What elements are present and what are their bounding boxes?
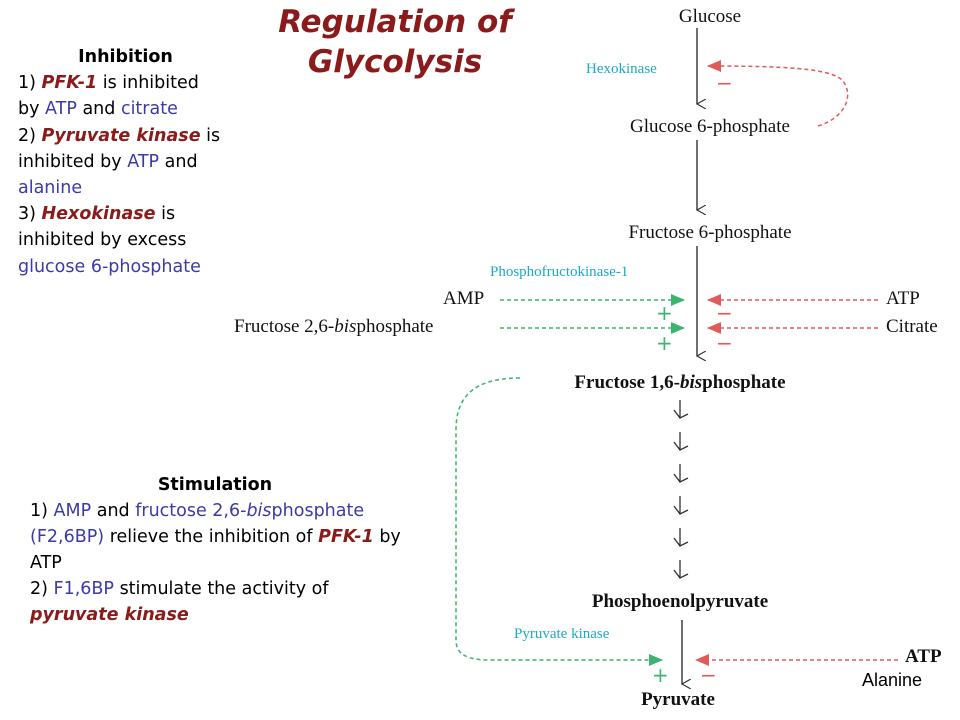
item-text: stimulate the activity of — [114, 579, 329, 599]
item-text: and — [91, 501, 136, 521]
inhibition-item-1: 1) PFK-1 is inhibited by ATP and citrate — [18, 70, 223, 122]
step-arrow — [673, 528, 689, 547]
label-phosphofructokinase-1: Phosphofructokinase-1 — [490, 264, 628, 280]
metabolite-atp: ATP — [45, 99, 77, 120]
plus-sign: + — [652, 663, 669, 687]
metabolite-f16bp: F1,6BP — [53, 579, 114, 599]
metabolite-f26bp: fructose 2,6- — [135, 501, 247, 521]
item-number: 3) — [18, 204, 42, 225]
stimulation-panel: Stimulation 1) AMP and fructose 2,6-bisp… — [30, 472, 410, 628]
node-pyruvate: Pyruvate — [641, 689, 715, 710]
metabolite-amp: AMP — [53, 501, 92, 521]
enzyme-pyruvate-kinase: pyruvate kinase — [30, 605, 189, 625]
plus-sign: + — [656, 301, 673, 325]
step-arrow — [673, 496, 689, 515]
enzyme-pfk1: PFK-1 — [41, 73, 98, 94]
page-title: Regulation of Glycolysis — [278, 4, 512, 80]
inhibition-item-2: 2) Pyruvate kinase is inhibited by ATP a… — [18, 123, 223, 202]
step-arrow — [673, 432, 689, 451]
item-text: by ATP — [30, 527, 401, 573]
item-text: is inhibited by — [18, 73, 199, 120]
metabolite-citrate: citrate — [120, 99, 178, 120]
enzyme-pyruvate-kinase: Pyruvate kinase — [41, 125, 201, 146]
label-pyruvate-kinase: Pyruvate kinase — [514, 626, 610, 642]
item-number: 1) — [30, 501, 54, 521]
feedback-g6p-inhibits-hexokinase — [707, 60, 849, 127]
feedforward-f16bp-activates-pyruvate-kinase — [455, 377, 663, 666]
item-number: 2) — [18, 125, 42, 146]
step-arrow — [673, 400, 689, 419]
regulator-citrate: Citrate — [886, 316, 938, 337]
node-glucose-6-phosphate: Glucose 6-phosphate — [630, 116, 790, 137]
minus-sign: − — [716, 331, 733, 355]
metabolite-f26bp-rest: phosphate (F2,6BP) — [30, 501, 365, 547]
regulator-amp: AMP — [443, 288, 484, 309]
enzyme-pfk1: PFK-1 — [318, 527, 374, 547]
step-arrow — [673, 464, 689, 483]
item-text: is inhibited by — [18, 125, 221, 172]
metabolite-f26bp-bis: bis — [246, 501, 272, 521]
step-arrow — [673, 560, 689, 579]
metabolite-g6p: glucose 6-phosphate — [18, 256, 201, 277]
node-glucose: Glucose — [679, 6, 741, 27]
plus-sign: + — [656, 331, 673, 355]
regulator-alanine: Alanine — [862, 670, 923, 690]
item-text: relieve the inhibition of — [104, 527, 319, 547]
node-fructose-1-6-bisphosphate: Fructose 1,6-bisphosphate — [574, 372, 785, 393]
stimulation-heading: Stimulation — [157, 475, 273, 495]
multi-step-arrows — [673, 400, 689, 579]
stimulation-item-2: 2) F1,6BP stimulate the activity of pyru… — [30, 576, 410, 628]
item-text: and — [76, 99, 121, 120]
inhibition-heading: Inhibition — [78, 47, 173, 67]
stimulation-item-1: 1) AMP and fructose 2,6-bisphosphate (F2… — [30, 498, 410, 576]
inhibition-panel: Inhibition 1) PFK-1 is inhibited by ATP … — [18, 44, 223, 280]
item-text: and — [159, 151, 198, 172]
minus-sign: − — [700, 663, 717, 687]
item-number: 1) — [18, 73, 42, 94]
regulator-atp: ATP — [886, 288, 920, 309]
regulator-atp-2: ATP — [905, 646, 942, 667]
minus-sign: − — [716, 301, 733, 325]
inhibition-item-3: 3) Hexokinase is inhibited by excess glu… — [18, 201, 223, 280]
node-fructose-6-phosphate: Fructose 6-phosphate — [628, 222, 791, 243]
label-hexokinase: Hexokinase — [586, 61, 657, 77]
item-number: 2) — [30, 579, 54, 599]
node-phosphoenolpyruvate: Phosphoenolpyruvate — [592, 591, 768, 612]
minus-sign: − — [716, 71, 733, 95]
metabolite-atp: ATP — [127, 151, 160, 172]
metabolite-alanine: alanine — [18, 178, 83, 199]
enzyme-hexokinase: Hexokinase — [41, 204, 156, 225]
item-text: is inhibited by excess — [18, 204, 187, 251]
regulator-fructose-2-6-bisphosphate: Fructose 2,6-bisphosphate — [234, 316, 434, 337]
